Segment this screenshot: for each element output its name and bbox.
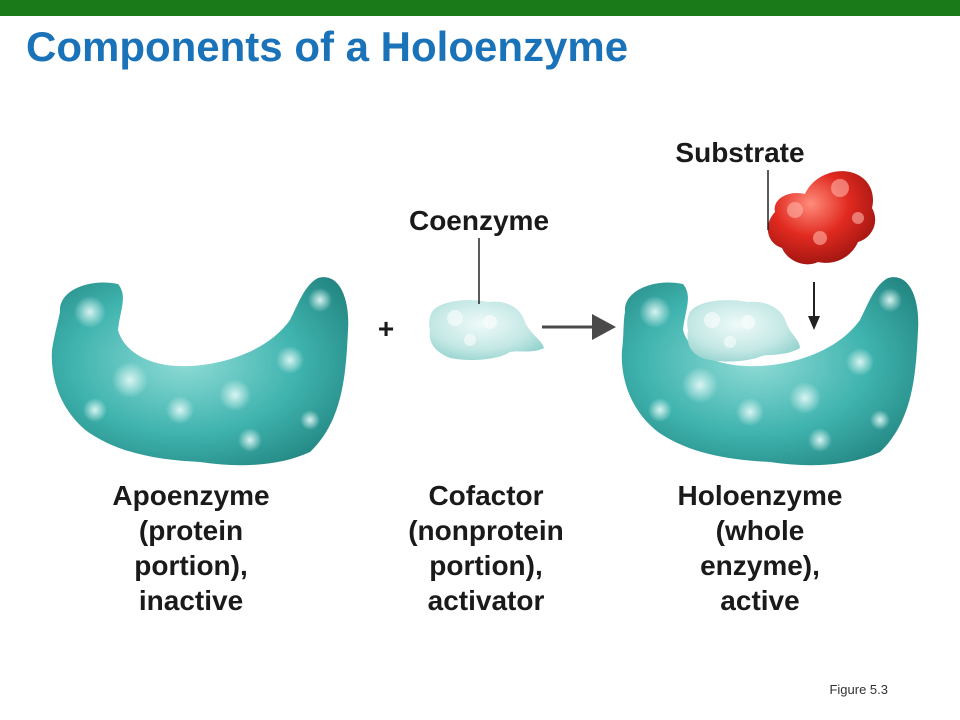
holoenzyme-caption: Holoenzyme (whole enzyme), active <box>640 478 880 618</box>
caption-line: Cofactor <box>428 480 544 511</box>
coenzyme-label: Coenzyme <box>409 205 549 236</box>
substrate-shape <box>767 171 876 265</box>
caption-line: Holoenzyme <box>677 480 843 511</box>
binding-arrow <box>808 282 820 330</box>
caption-line: enzyme), <box>700 550 820 581</box>
cofactor-caption: Cofactor (nonprotein portion), activator <box>366 478 606 618</box>
caption-line: portion), <box>429 550 543 581</box>
caption-line: (protein <box>138 515 244 546</box>
apoenzyme-caption: Apoenzyme (protein portion), inactive <box>71 478 311 618</box>
top-accent-bar <box>0 0 960 16</box>
page-title: Components of a Holoenzyme <box>26 23 629 70</box>
substrate-label: Substrate <box>675 137 804 168</box>
coenzyme-shape <box>429 300 544 360</box>
caption-line: (nonprotein <box>408 515 564 546</box>
caption-line: activator <box>427 585 545 616</box>
holoenzyme-diagram: + Coenzyme <box>51 137 919 466</box>
caption-line: inactive <box>138 585 244 616</box>
reaction-arrow <box>542 314 616 340</box>
caption-line: (whole <box>715 515 805 546</box>
caption-line: Apoenzyme <box>112 480 270 511</box>
holoenzyme-shape <box>621 277 919 466</box>
caption-line: portion), <box>134 550 248 581</box>
caption-line: active <box>720 585 800 616</box>
plus-sign: + <box>378 313 394 344</box>
figure-label: Figure 5.3 <box>829 682 888 697</box>
apoenzyme-shape <box>51 277 349 466</box>
